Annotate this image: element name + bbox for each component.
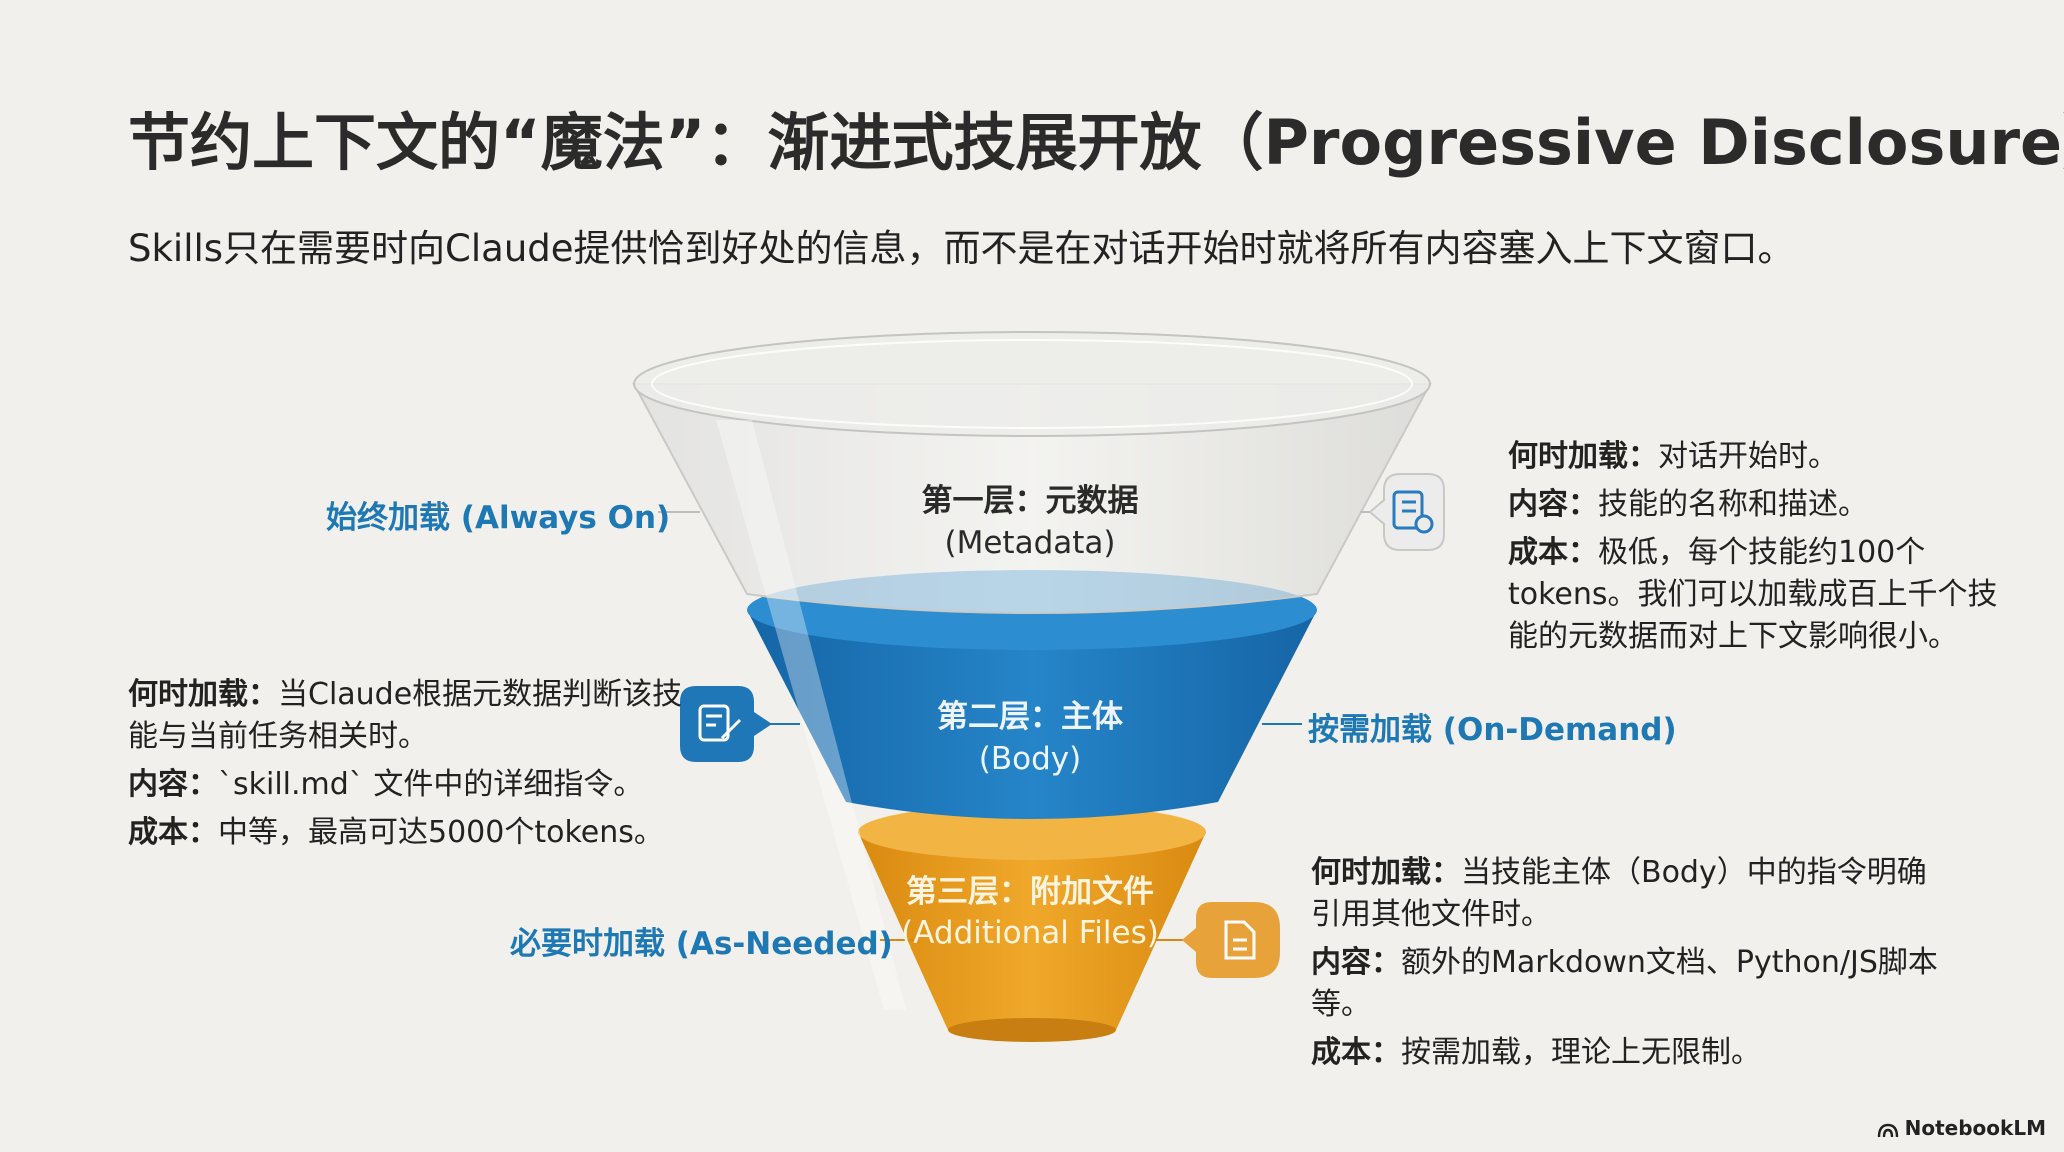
tier-2-content: 内容：`skill.md` 文件中的详细指令。 (128, 764, 688, 806)
tier-3-content: 内容：额外的Markdown文档、Python/JS脚本等。 (1311, 942, 1951, 1026)
brand-watermark: NotebookLM (1877, 1116, 2046, 1140)
funnel-tier-1 (632, 331, 1432, 614)
tier-1-content: 内容：技能的名称和描述。 (1508, 484, 2008, 526)
brand-text: NotebookLM (1904, 1116, 2046, 1140)
content-text: `skill.md` 文件中的详细指令。 (218, 767, 644, 802)
when-text: 当Claude根据元数据判断该技能与当前任务相关时。 (128, 677, 683, 754)
tier-1-label: 第一层：元数据 (Metadata) (880, 480, 1180, 564)
when-label: 何时加载： (1311, 855, 1461, 890)
cost-label: 成本： (1311, 1035, 1401, 1070)
content-label: 内容： (1508, 487, 1598, 522)
tier-2-label: 第二层：主体 (Body) (880, 696, 1180, 780)
notebooklm-logo-icon (1877, 1123, 1898, 1138)
tier-1-title: 第一层：元数据 (921, 483, 1139, 519)
when-label: 何时加载： (128, 677, 278, 712)
cost-text: 中等，最高可达5000个tokens。 (218, 815, 664, 850)
tag-always-on: 始终加载 (Always On) (326, 500, 671, 536)
tag-on-demand: 按需加载 (On-Demand) (1308, 712, 1677, 748)
glass-highlight (716, 420, 906, 1010)
cost-label: 成本： (128, 815, 218, 850)
cost-label: 成本： (1508, 535, 1598, 570)
tier-1-subtitle: (Metadata) (944, 525, 1116, 561)
content-label: 内容： (1311, 945, 1401, 980)
tier-2-info: 何时加载：当Claude根据元数据判断该技能与当前任务相关时。 内容：`skil… (128, 674, 688, 860)
page-title: 节约上下文的“魔法”：渐进式技展开放（Progressive Disclosur… (128, 106, 2064, 179)
file-document-icon (1182, 902, 1280, 978)
content-text: 技能的名称和描述。 (1598, 487, 1868, 522)
tier-3-title: 第三层：附加文件 (906, 874, 1154, 910)
tier-1-cost: 成本：极低，每个技能约100个tokens。我们可以加载成百上千个技能的元数据而… (1508, 532, 2008, 658)
cost-text: 极低，每个技能约100个tokens。我们可以加载成百上千个技能的元数据而对上下… (1508, 535, 1998, 654)
when-text: 对话开始时。 (1658, 439, 1838, 474)
content-label: 内容： (128, 767, 218, 802)
when-label: 何时加载： (1508, 439, 1658, 474)
content-text: 额外的Markdown文档、Python/JS脚本等。 (1311, 945, 1938, 1022)
tier-3-info: 何时加载：当技能主体（Body）中的指令明确引用其他文件时。 内容：额外的Mar… (1311, 852, 1951, 1080)
funnel-tier-3 (858, 804, 1206, 1042)
document-edit-icon (680, 686, 772, 762)
cost-text: 按需加载，理论上无限制。 (1401, 1035, 1761, 1070)
tier-1-info: 何时加载：对话开始时。 内容：技能的名称和描述。 成本：极低，每个技能约100个… (1508, 436, 2008, 664)
tier-2-title: 第二层：主体 (937, 699, 1123, 735)
tier-2-cost: 成本：中等，最高可达5000个tokens。 (128, 812, 688, 854)
document-settings-icon (1368, 473, 1445, 551)
tier-2-subtitle: (Body) (978, 741, 1082, 777)
when-text: 当技能主体（Body）中的指令明确引用其他文件时。 (1311, 855, 1927, 932)
tier-3-when: 何时加载：当技能主体（Body）中的指令明确引用其他文件时。 (1311, 852, 1951, 936)
tag-as-needed: 必要时加载 (As-Needed) (510, 926, 893, 962)
tier-3-cost: 成本：按需加载，理论上无限制。 (1311, 1032, 1951, 1074)
tier-3-label: 第三层：附加文件 (Additional Files) (880, 872, 1180, 954)
tier-1-when: 何时加载：对话开始时。 (1508, 436, 2008, 478)
tier-3-subtitle: (Additional Files) (901, 915, 1159, 951)
tier-2-when: 何时加载：当Claude根据元数据判断该技能与当前任务相关时。 (128, 674, 688, 758)
page-subtitle: Skills只在需要时向Claude提供恰到好处的信息，而不是在对话开始时就将所… (128, 227, 1795, 270)
